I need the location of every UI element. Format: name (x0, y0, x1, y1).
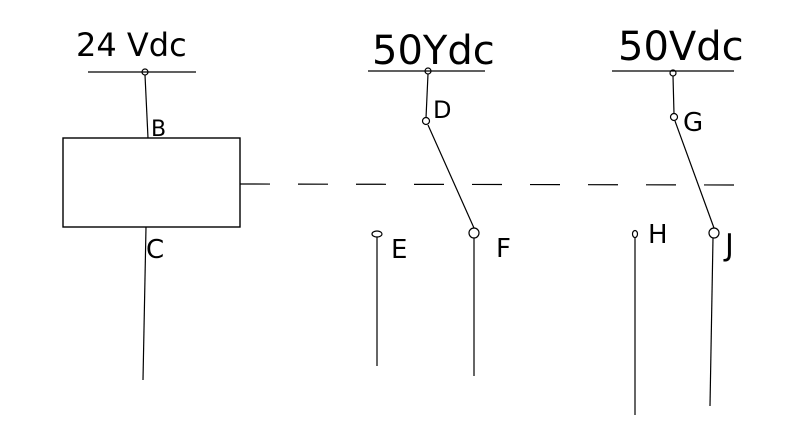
terminal-f-label: F (496, 234, 511, 264)
contact1-blade (427, 124, 475, 229)
contact1-common-lead (425, 73, 429, 119)
terminal-g-node (669, 112, 679, 122)
contact2-common-lead (672, 75, 675, 115)
mechanical-linkage (239, 183, 746, 186)
contact2-supply-label: 50Vdc (618, 24, 744, 70)
coil-supply-label: 24 Vdc (76, 26, 187, 64)
terminal-f-node (468, 227, 480, 239)
terminal-c-label: C (146, 235, 164, 265)
coil-top-lead (144, 74, 149, 139)
terminal-e-label: E (391, 235, 407, 265)
terminal-h-node (631, 229, 639, 239)
terminal-e-node (371, 230, 383, 238)
terminal-g-label: G (683, 108, 703, 138)
terminal-d-node (421, 116, 431, 126)
relay-coil-box (62, 137, 241, 228)
terminal-j-label: J (723, 228, 734, 263)
contact1-supply-label: 50Ydc (372, 28, 495, 74)
terminal-b-label: B (151, 117, 166, 142)
terminal-j-node (708, 227, 720, 239)
terminal-d-label: D (433, 96, 451, 124)
terminal-j-lead (709, 237, 714, 407)
contact2-blade (674, 120, 715, 229)
coil-bottom-lead (142, 226, 147, 381)
terminal-h-label: H (648, 220, 668, 250)
